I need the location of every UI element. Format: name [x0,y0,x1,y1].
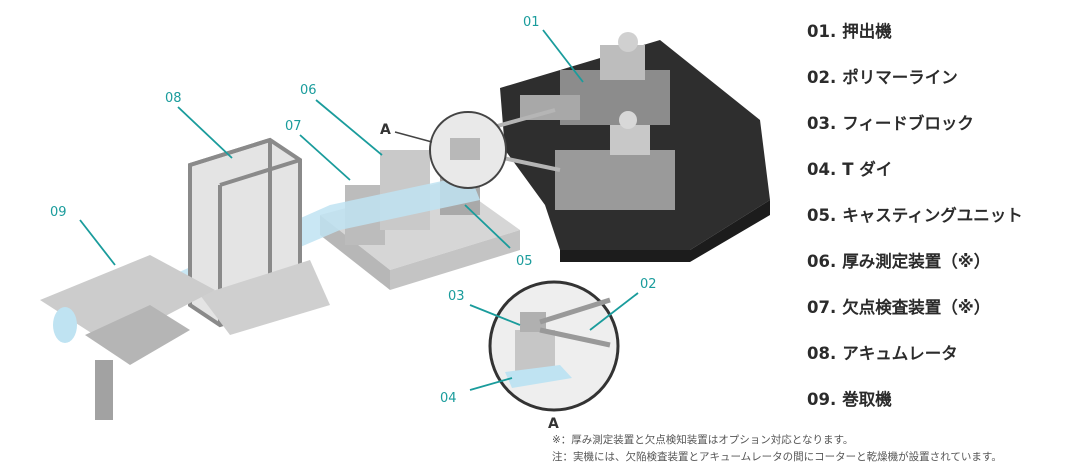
legend-item: 08.アキュムレータ [807,344,958,363]
legend-item: 04.T ダイ [807,160,893,179]
callout-05: 05 [516,254,533,269]
callout-01: 01 [523,15,540,30]
callout-leaders [79,29,639,391]
callout-07: 07 [285,119,302,134]
legend-item: 07.欠点検査装置（※） [807,298,991,317]
legend-item: 05.キャスティングユニット [807,206,1023,225]
extruder-upper [520,32,670,125]
legend-item: 02.ポリマーライン [807,68,958,87]
extruder-lower [555,111,675,210]
callout-04: 04 [440,391,457,406]
production-line-diagram: 01 02 03 04 05 06 07 08 09 A A [40,15,770,432]
detail-label-a-top: A [380,122,391,138]
legend-item: 06.厚み測定装置（※） [807,252,991,271]
callout-02: 02 [640,277,657,292]
legend-item: 03.フィードブロック [807,114,974,133]
footnote-option: ※：厚み測定装置と欠点検知装置はオプション対応となります。 [552,434,854,446]
callout-03: 03 [448,289,465,304]
legend-item: 01.押出機 [807,22,892,41]
detail-circle-large [488,280,620,412]
winder [40,255,215,420]
detail-label-a-bottom: A [548,416,559,432]
accumulator-base [200,260,330,335]
legend-item: 09.巻取機 [807,390,892,409]
footnote-actual-machine: 注：実機には、欠陥検査装置とアキュームレータの間にコーターと乾燥機が設置されてい… [552,451,1002,463]
footnotes: ※：厚み測定装置と欠点検知装置はオプション対応となります。 注：実機には、欠陥検… [552,432,1002,466]
callout-06: 06 [300,83,317,98]
callout-08: 08 [165,91,182,106]
component-legend: 01.押出機 02.ポリマーライン 03.フィードブロック 04.T ダイ 05… [807,14,1062,428]
callout-09: 09 [50,205,67,220]
